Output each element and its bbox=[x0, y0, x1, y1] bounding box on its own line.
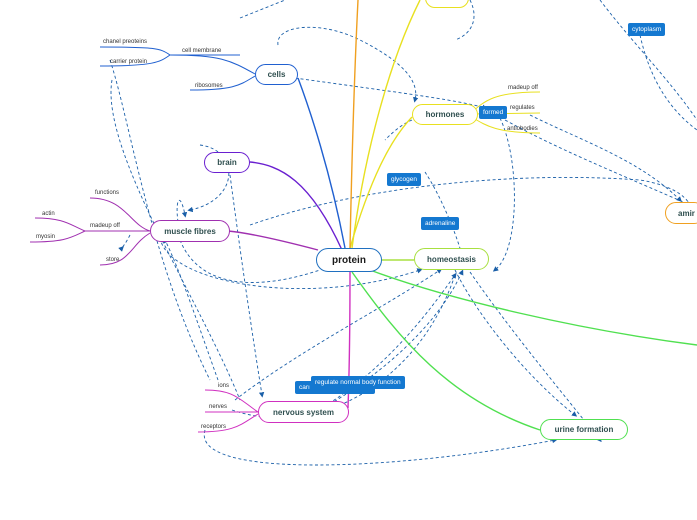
leaf-nerves[interactable]: nerves bbox=[209, 404, 228, 410]
relation-cytoplasm[interactable]: cytoplasm bbox=[628, 23, 666, 36]
topic-brain[interactable]: brain bbox=[204, 152, 250, 173]
leaf-cell-membrane[interactable]: cell membrane bbox=[182, 48, 222, 54]
leaf-madeup-off-muscle[interactable]: madeup off bbox=[90, 223, 120, 229]
leaf-functions[interactable]: functions bbox=[95, 190, 120, 196]
relation-formed[interactable]: formed bbox=[479, 106, 508, 119]
leaf-madeup-off-hormones[interactable]: madeup off bbox=[508, 85, 538, 91]
leaf-chanel-proteins[interactable]: chanel preoteins bbox=[103, 39, 148, 45]
topic-amino-acids[interactable]: amir bbox=[665, 202, 697, 224]
relationship-links bbox=[109, 0, 697, 466]
relation-glycogen[interactable]: glycogen bbox=[387, 173, 422, 186]
leaf-myosin[interactable]: myosin bbox=[36, 234, 56, 240]
leaf-actin[interactable]: actin bbox=[42, 211, 55, 217]
topic-hormones[interactable]: hormones bbox=[412, 104, 478, 125]
leaf-store[interactable]: store bbox=[106, 257, 120, 263]
central-topic-protein[interactable]: protein bbox=[316, 248, 382, 272]
leaf-antibodies[interactable]: antiobodies bbox=[507, 126, 538, 132]
leaf-receptors[interactable]: receptors bbox=[201, 424, 227, 430]
topic-offscreen-top[interactable] bbox=[425, 0, 469, 8]
branch-lines bbox=[227, 0, 697, 431]
topic-urine-formation[interactable]: urine formation bbox=[540, 419, 628, 440]
leaf-ions[interactable]: ions bbox=[218, 383, 230, 389]
leaf-lines bbox=[29, 46, 541, 433]
relation-regulate-body-function[interactable]: regulate normal body function bbox=[311, 376, 405, 389]
topic-cells[interactable]: cells bbox=[255, 64, 298, 85]
relation-adrenaline[interactable]: adrenaline bbox=[421, 217, 460, 230]
topic-homeostasis[interactable]: homeostasis bbox=[414, 248, 489, 270]
topic-nervous-system[interactable]: nervous system bbox=[258, 401, 349, 423]
topic-muscle-fibres[interactable]: muscle fibres bbox=[150, 220, 230, 242]
leaf-regulates[interactable]: regulates bbox=[510, 105, 535, 111]
leaf-ribosomes[interactable]: ribosomes bbox=[195, 83, 223, 89]
leaf-carrier-protein[interactable]: carrier protein bbox=[110, 59, 148, 65]
